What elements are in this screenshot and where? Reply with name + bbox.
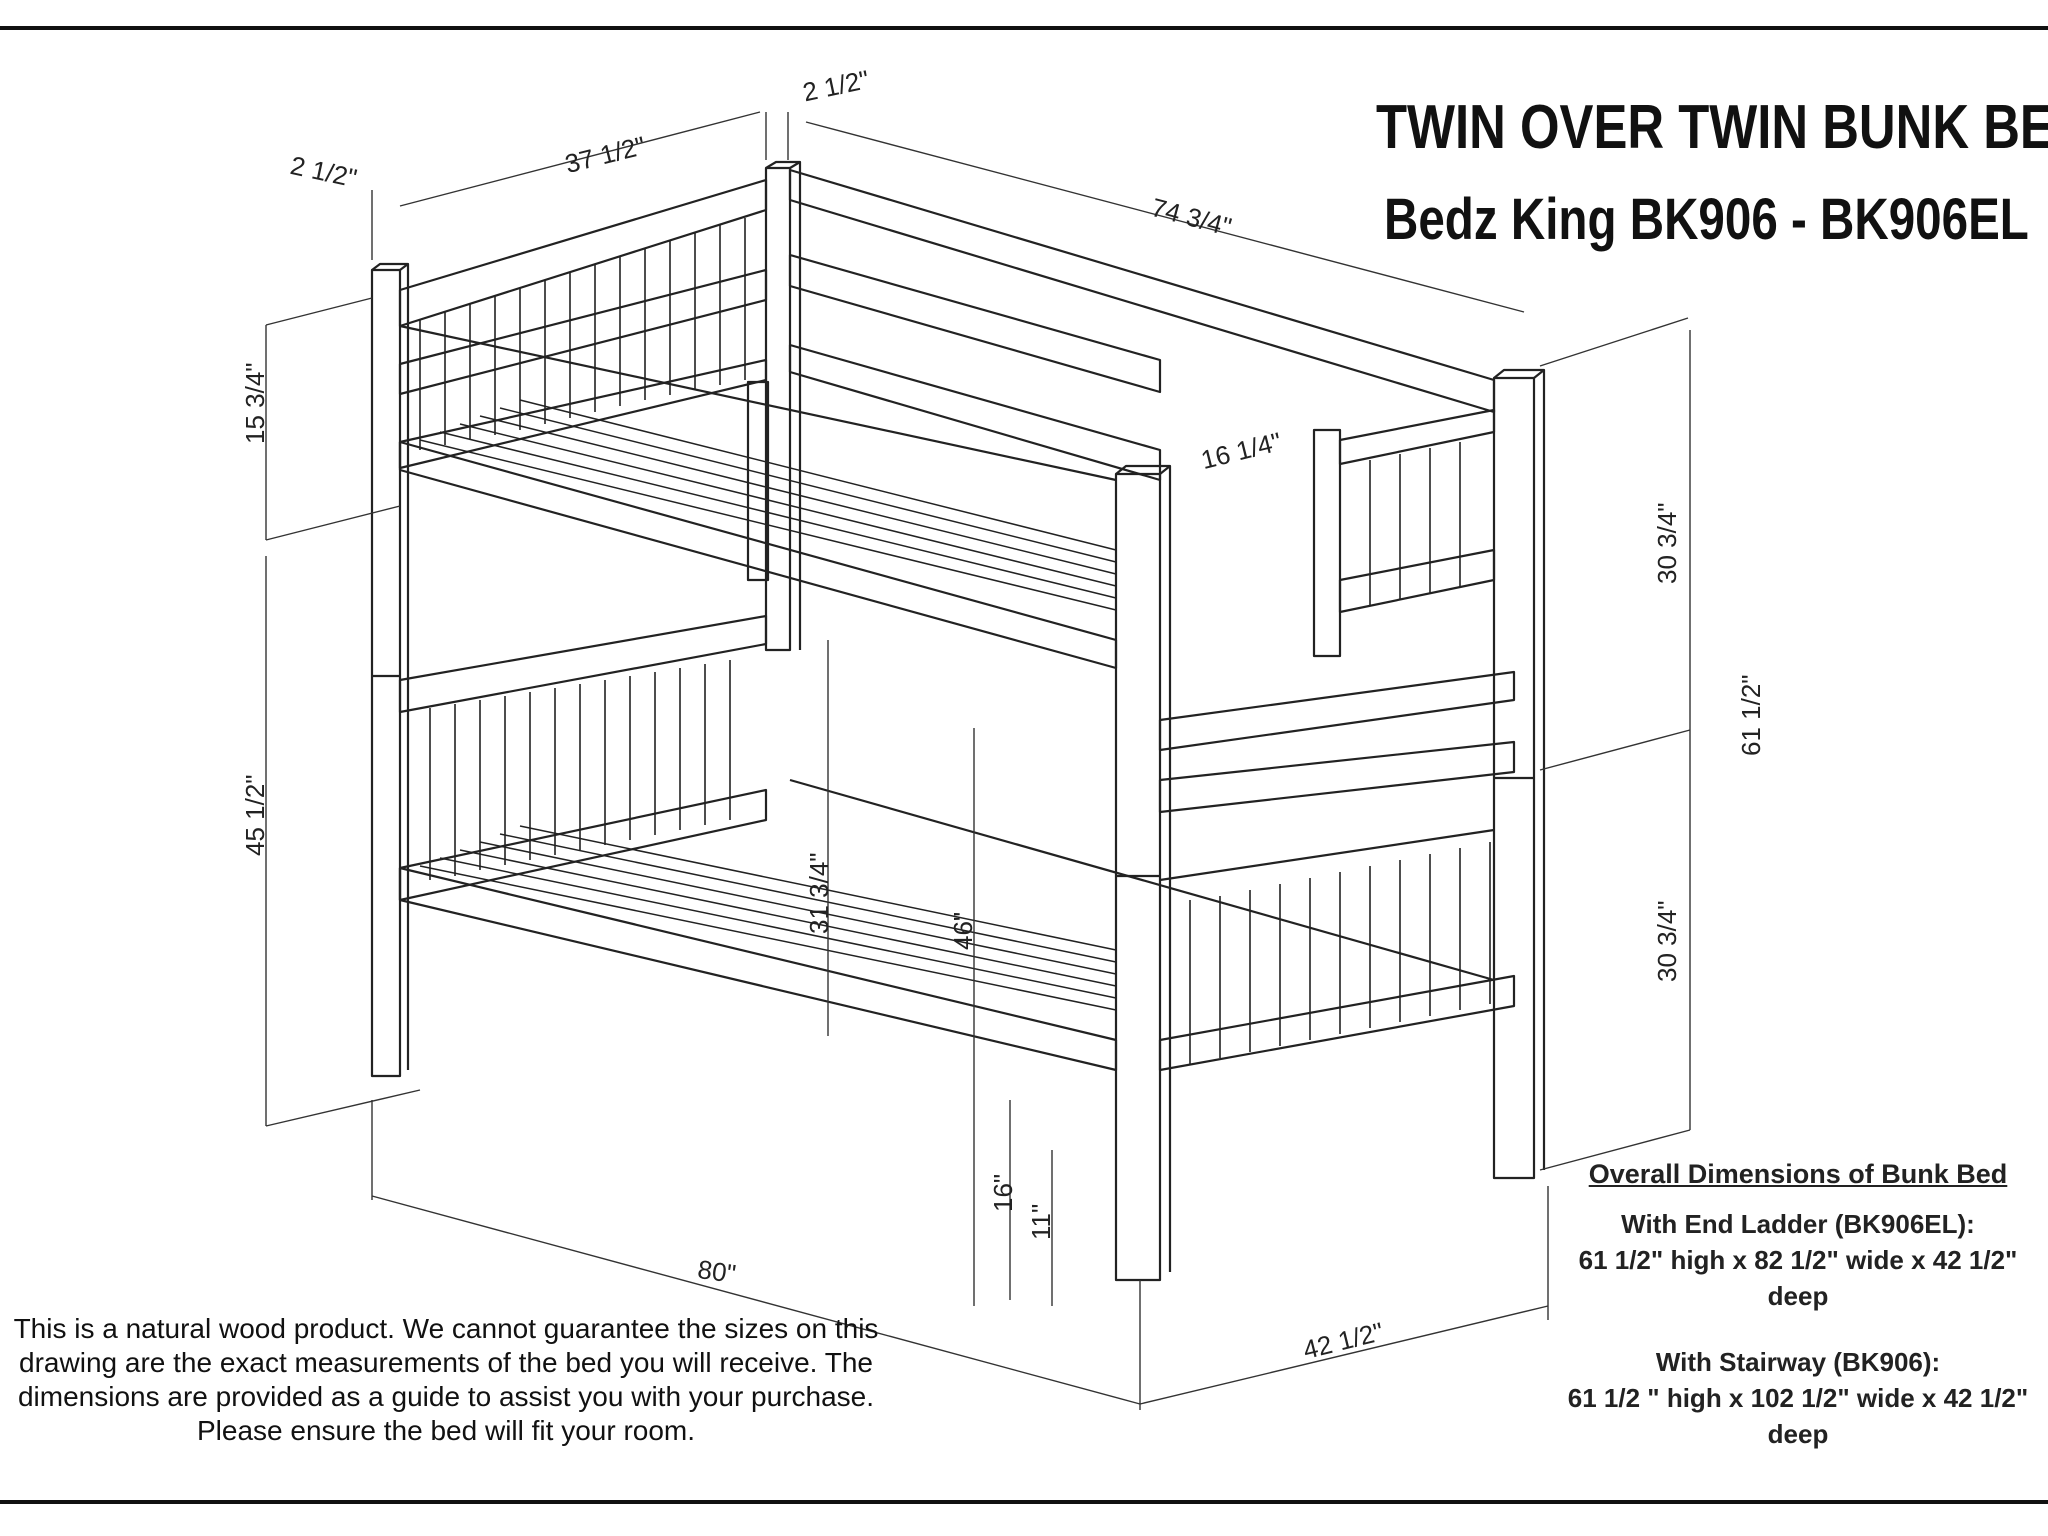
disclaimer-note: This is a natural wood product. We canno…: [13, 1313, 879, 1446]
stair-option-label: With Stairway (BK906):: [1655, 1347, 1941, 1377]
right-back-post: [1492, 376, 1536, 1180]
drawing-subtitle: Bedz King BK906 - BK906EL: [1384, 187, 2029, 252]
left-front-post: [370, 268, 402, 1078]
dim-length-overall: 80": [695, 1254, 738, 1290]
dim-lower-section: 30 3/4": [1652, 900, 1682, 982]
upper-front-rail: [398, 440, 1118, 670]
lower-front-rail: [398, 866, 1118, 1072]
overall-heading: Overall Dimensions of Bunk Bed: [1588, 1159, 2008, 1189]
dim-total-height: 61 1/2": [1736, 674, 1766, 756]
dim-mattress-top: 46": [948, 911, 978, 950]
drawing-title: TWIN OVER TWIN BUNK BED: [1376, 93, 2048, 162]
ladder-rail-left: [1312, 428, 1342, 658]
dim-bunk-clearance: 31 3/4": [804, 852, 834, 934]
dim-rail-height: 15 3/4": [240, 362, 270, 444]
top-border: [0, 26, 2048, 30]
bottom-border: [0, 1500, 2048, 1504]
right-front-post: [1114, 472, 1162, 1282]
dim-rail-floor: 16": [988, 1173, 1018, 1212]
ladder-option-dims: 61 1/2" high x 82 1/2" wide x 42 1/2" de…: [1578, 1245, 2018, 1311]
dim-slat-floor: 11": [1026, 1203, 1056, 1240]
dim-upper-section: 30 3/4": [1652, 502, 1682, 584]
left-back-post: [764, 166, 792, 652]
dim-lower-height: 45 1/2": [240, 774, 270, 856]
stair-option-dims: 61 1/2 " high x 102 1/2" wide x 42 1/2" …: [1567, 1383, 2029, 1449]
overall-dimensions-panel: Overall Dimensions of Bunk Bed With End …: [1548, 1156, 2048, 1452]
ladder-option-label: With End Ladder (BK906EL):: [1621, 1209, 1975, 1239]
